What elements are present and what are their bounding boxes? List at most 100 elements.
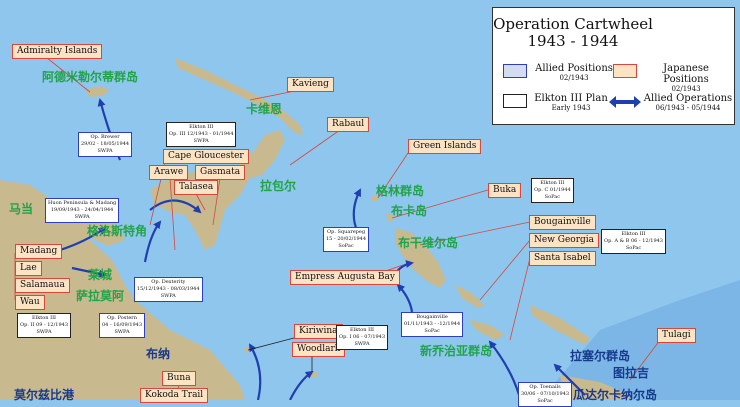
op-postern: Op. Postern 04 - 16/09/1943 SWPA	[99, 313, 146, 338]
op-command: SoPac	[424, 328, 440, 334]
place-tulagi: Tulagi	[657, 328, 696, 343]
op-dates: 04 - 16/09/1943	[102, 322, 143, 328]
arrow-huon	[59, 226, 107, 252]
place-admiralty-islands: Admiralty Islands	[12, 44, 103, 59]
cn-russell: 拉塞尔群岛	[570, 349, 631, 363]
place-green-islands: Green Islands	[408, 139, 482, 154]
cn-moresby: 莫尔兹比港	[14, 388, 75, 402]
op-dates: 15 - 20/02/1944	[326, 236, 367, 242]
place-lae: Lae	[15, 261, 42, 276]
cn-bougainville: 布干维尔岛	[398, 236, 459, 250]
connector	[419, 221, 531, 246]
cn-new-britain: 格洛斯特角	[87, 224, 148, 238]
place-buka: Buka	[488, 183, 522, 198]
op-dates: 29/02 - 18/05/1944	[81, 141, 130, 147]
cn-salamaua: 萨拉莫阿	[76, 289, 125, 303]
op-title: Op. Squarepeg	[327, 229, 366, 235]
op-command: SWPA	[74, 214, 90, 220]
op-brewer: Op. Brewer 29/02 - 18/05/1944 SWPA	[78, 132, 133, 157]
connector	[629, 339, 661, 381]
op-command: SoPac	[537, 398, 553, 404]
choiseul-land	[455, 285, 485, 308]
new-georgia-land	[470, 320, 505, 340]
op-elkton-lae: Elkton III Op. II 09 - 12/1943 SWPA	[17, 313, 72, 338]
legend-japanese-date: 02/1943	[671, 85, 701, 93]
new-ireland-land	[175, 58, 303, 135]
op-toenails: Op. Toenails 30/06 - 07/10/1943 SoPac	[518, 382, 573, 407]
santa-isabel-land	[530, 305, 590, 345]
place-madang: Madang	[15, 244, 63, 259]
legend-title-name: Operation Cartwheel	[493, 15, 653, 33]
place-santa-isabel: Santa Isabel	[529, 251, 596, 266]
place-kokoda-trail: Kokoda Trail	[140, 388, 209, 403]
cn-guadalcanal: 瓜达尔卡纳尔岛	[573, 388, 658, 402]
connector	[289, 129, 341, 166]
legend-allied-swatch	[503, 64, 527, 78]
cn-buna: 布纳	[146, 347, 171, 361]
legend-elkton: Elkton III Plan Early 1943	[531, 93, 611, 112]
place-cape-gloucester: Cape Gloucester	[163, 149, 249, 164]
op-title: Op. Brewer	[90, 134, 120, 140]
legend-japanese: Japanese Positions 02/1943	[639, 63, 733, 93]
place-arawe: Arawe	[149, 165, 189, 180]
legend-japanese-swatch	[613, 64, 637, 78]
kiriwina-land	[244, 347, 250, 353]
place-salamaua: Salamaua	[15, 278, 70, 293]
op-title: Huon Peninsula & Madang	[48, 200, 117, 206]
place-talasea: Talasea	[174, 180, 219, 195]
place-new-georgia: New Georgia	[529, 233, 600, 248]
op-dates: 30/06 - 07/10/1943	[521, 391, 570, 397]
op-title: Elkton III	[540, 180, 565, 186]
connector	[169, 177, 176, 251]
op-dates: Op. II 09 - 12/1943	[20, 322, 69, 328]
op-command: SWPA	[193, 138, 209, 144]
green-islands-land	[372, 196, 378, 201]
cn-rabaul: 拉包尔	[260, 179, 297, 193]
op-dates: Op. A & B 06 - 12/1943	[604, 238, 663, 244]
legend-allied-label: Allied Positions	[535, 63, 613, 74]
buka-land	[386, 213, 394, 222]
op-elkton-new-britain: Elkton III Op. III 12/1943 - 01/1944 SWP…	[166, 122, 237, 147]
legend-elkton-swatch	[503, 94, 527, 108]
op-command: SWPA	[160, 293, 176, 299]
cn-lae: 莱城	[88, 268, 113, 282]
place-rabaul: Rabaul	[327, 117, 370, 132]
cn-tulagi: 图拉吉	[613, 366, 650, 380]
legend-allied: Allied Positions 02/1943	[531, 63, 617, 82]
place-empress-augusta-bay: Empress Augusta Bay	[290, 270, 400, 285]
op-squarepeg: Op. Squarepeg 15 - 20/02/1944 SoPac	[323, 227, 370, 252]
op-elkton-new-georgia: Elkton III Op. A & B 06 - 12/1943 SoPac	[601, 229, 666, 254]
legend-operations: Allied Operations 06/1943 - 05/1944	[641, 93, 735, 112]
legend-elkton-label: Elkton III Plan	[534, 93, 608, 104]
op-command: SWPA	[36, 329, 52, 335]
connector	[377, 149, 411, 199]
connector	[391, 189, 489, 219]
legend-elkton-date: Early 1943	[551, 104, 591, 112]
connector	[479, 239, 531, 301]
arrow-lae	[71, 266, 107, 278]
connector	[212, 177, 221, 226]
op-dates: Op. I 06 - 07/1943	[339, 334, 386, 340]
legend-japanese-label: Japanese Positions	[663, 63, 709, 85]
op-title: Elkton III	[350, 327, 375, 333]
arrow-dexterity	[143, 220, 162, 263]
arrow-green	[352, 188, 361, 229]
place-kavieng: Kavieng	[287, 77, 334, 92]
place-gasmata: Gasmata	[195, 165, 246, 180]
op-command: SWPA	[97, 148, 113, 154]
op-title: Elkton III	[31, 315, 57, 321]
op-command: SoPac	[544, 194, 561, 200]
op-title: Elkton III	[189, 124, 214, 130]
arrow-bougainville	[396, 283, 414, 313]
arrow-woodlark	[289, 370, 314, 400]
op-huon: Huon Peninsula & Madang 19/09/1943 - 24/…	[45, 198, 120, 223]
op-title: Elkton III	[621, 231, 646, 237]
connector	[194, 191, 206, 211]
op-title: Op. Postern	[107, 315, 137, 321]
bougainville-land	[395, 228, 446, 288]
op-dexterity: Op. Dexterity 15/12/1943 - 08/03/1944 SW…	[134, 277, 203, 302]
op-command: SWPA	[354, 341, 370, 347]
cn-green-islands: 格林群岛	[376, 184, 425, 198]
admiralty-land	[85, 86, 110, 97]
op-command: SoPac	[338, 243, 354, 249]
